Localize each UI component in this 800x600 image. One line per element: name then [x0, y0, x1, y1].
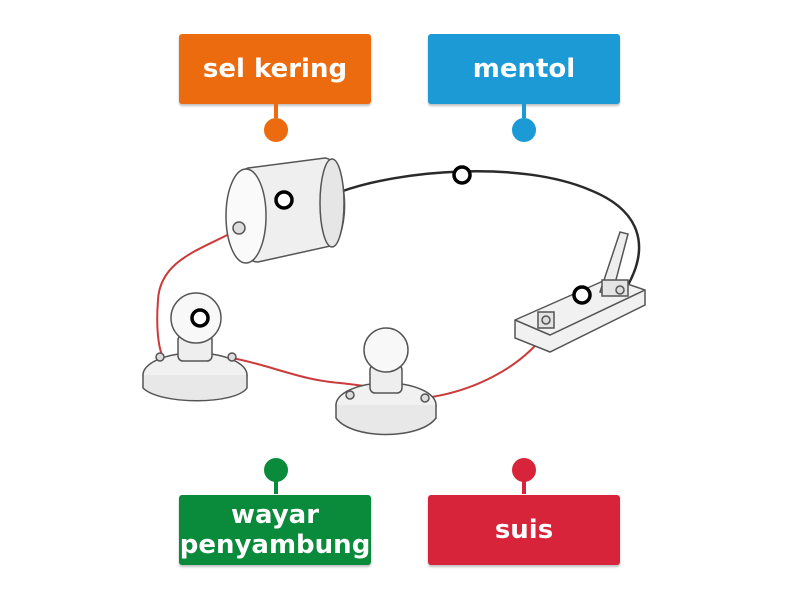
label-mentol[interactable]: mentol [428, 34, 620, 104]
battery-drawing [225, 157, 346, 264]
pin-mentol [512, 118, 536, 142]
label-sel-kering-text: sel kering [202, 54, 348, 84]
drop-target-battery[interactable] [274, 190, 294, 210]
bulb-left-drawing [142, 292, 248, 402]
pin-stem-sel-kering [274, 104, 278, 118]
label-suis[interactable]: suis [428, 495, 620, 565]
pin-suis [512, 458, 536, 482]
red-wire-battery-bulb [156, 229, 238, 356]
label-wayar-penyambung-text: wayar penyambung [179, 500, 371, 560]
switch-drawing [514, 231, 646, 353]
label-sel-kering[interactable]: sel kering [179, 34, 371, 104]
label-mentol-text: mentol [472, 54, 576, 84]
pin-wayar-penyambung [264, 458, 288, 482]
drop-target-switch[interactable] [572, 285, 592, 305]
pin-sel-kering [264, 118, 288, 142]
bulb-middle-drawing [335, 327, 437, 436]
drop-target-bulb-left[interactable] [190, 308, 210, 328]
pin-stem-wayar-penyambung [274, 480, 278, 494]
drop-target-wire[interactable] [452, 165, 472, 185]
pin-stem-suis [522, 480, 526, 494]
black-wire [339, 170, 641, 286]
red-wire-bulb-bulb [231, 357, 386, 389]
label-wayar-penyambung[interactable]: wayar penyambung [179, 495, 371, 565]
label-suis-text: suis [494, 515, 554, 545]
pin-stem-mentol [522, 104, 526, 118]
